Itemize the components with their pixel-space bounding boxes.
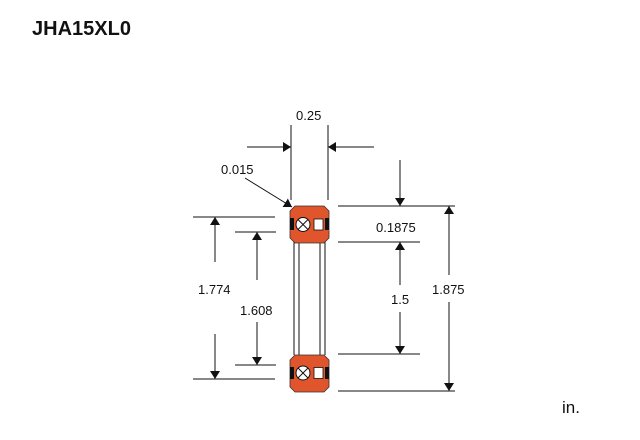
bearing-section-top [289, 205, 330, 244]
chamfer-leader [244, 177, 293, 208]
inner-land-label: 1.608 [240, 303, 273, 318]
width-label: 0.25 [296, 108, 321, 123]
bore-label: 1.5 [391, 292, 409, 307]
chamfer-label: 0.015 [221, 162, 254, 177]
section-height-label: 0.1875 [376, 220, 416, 235]
bearing-section-bottom [289, 354, 330, 393]
outer-diameter-label: 1.875 [432, 282, 465, 297]
outer-land-label: 1.774 [198, 282, 231, 297]
unit-label: in. [562, 398, 580, 417]
part-number-title: JHA15XL0 [32, 18, 131, 40]
